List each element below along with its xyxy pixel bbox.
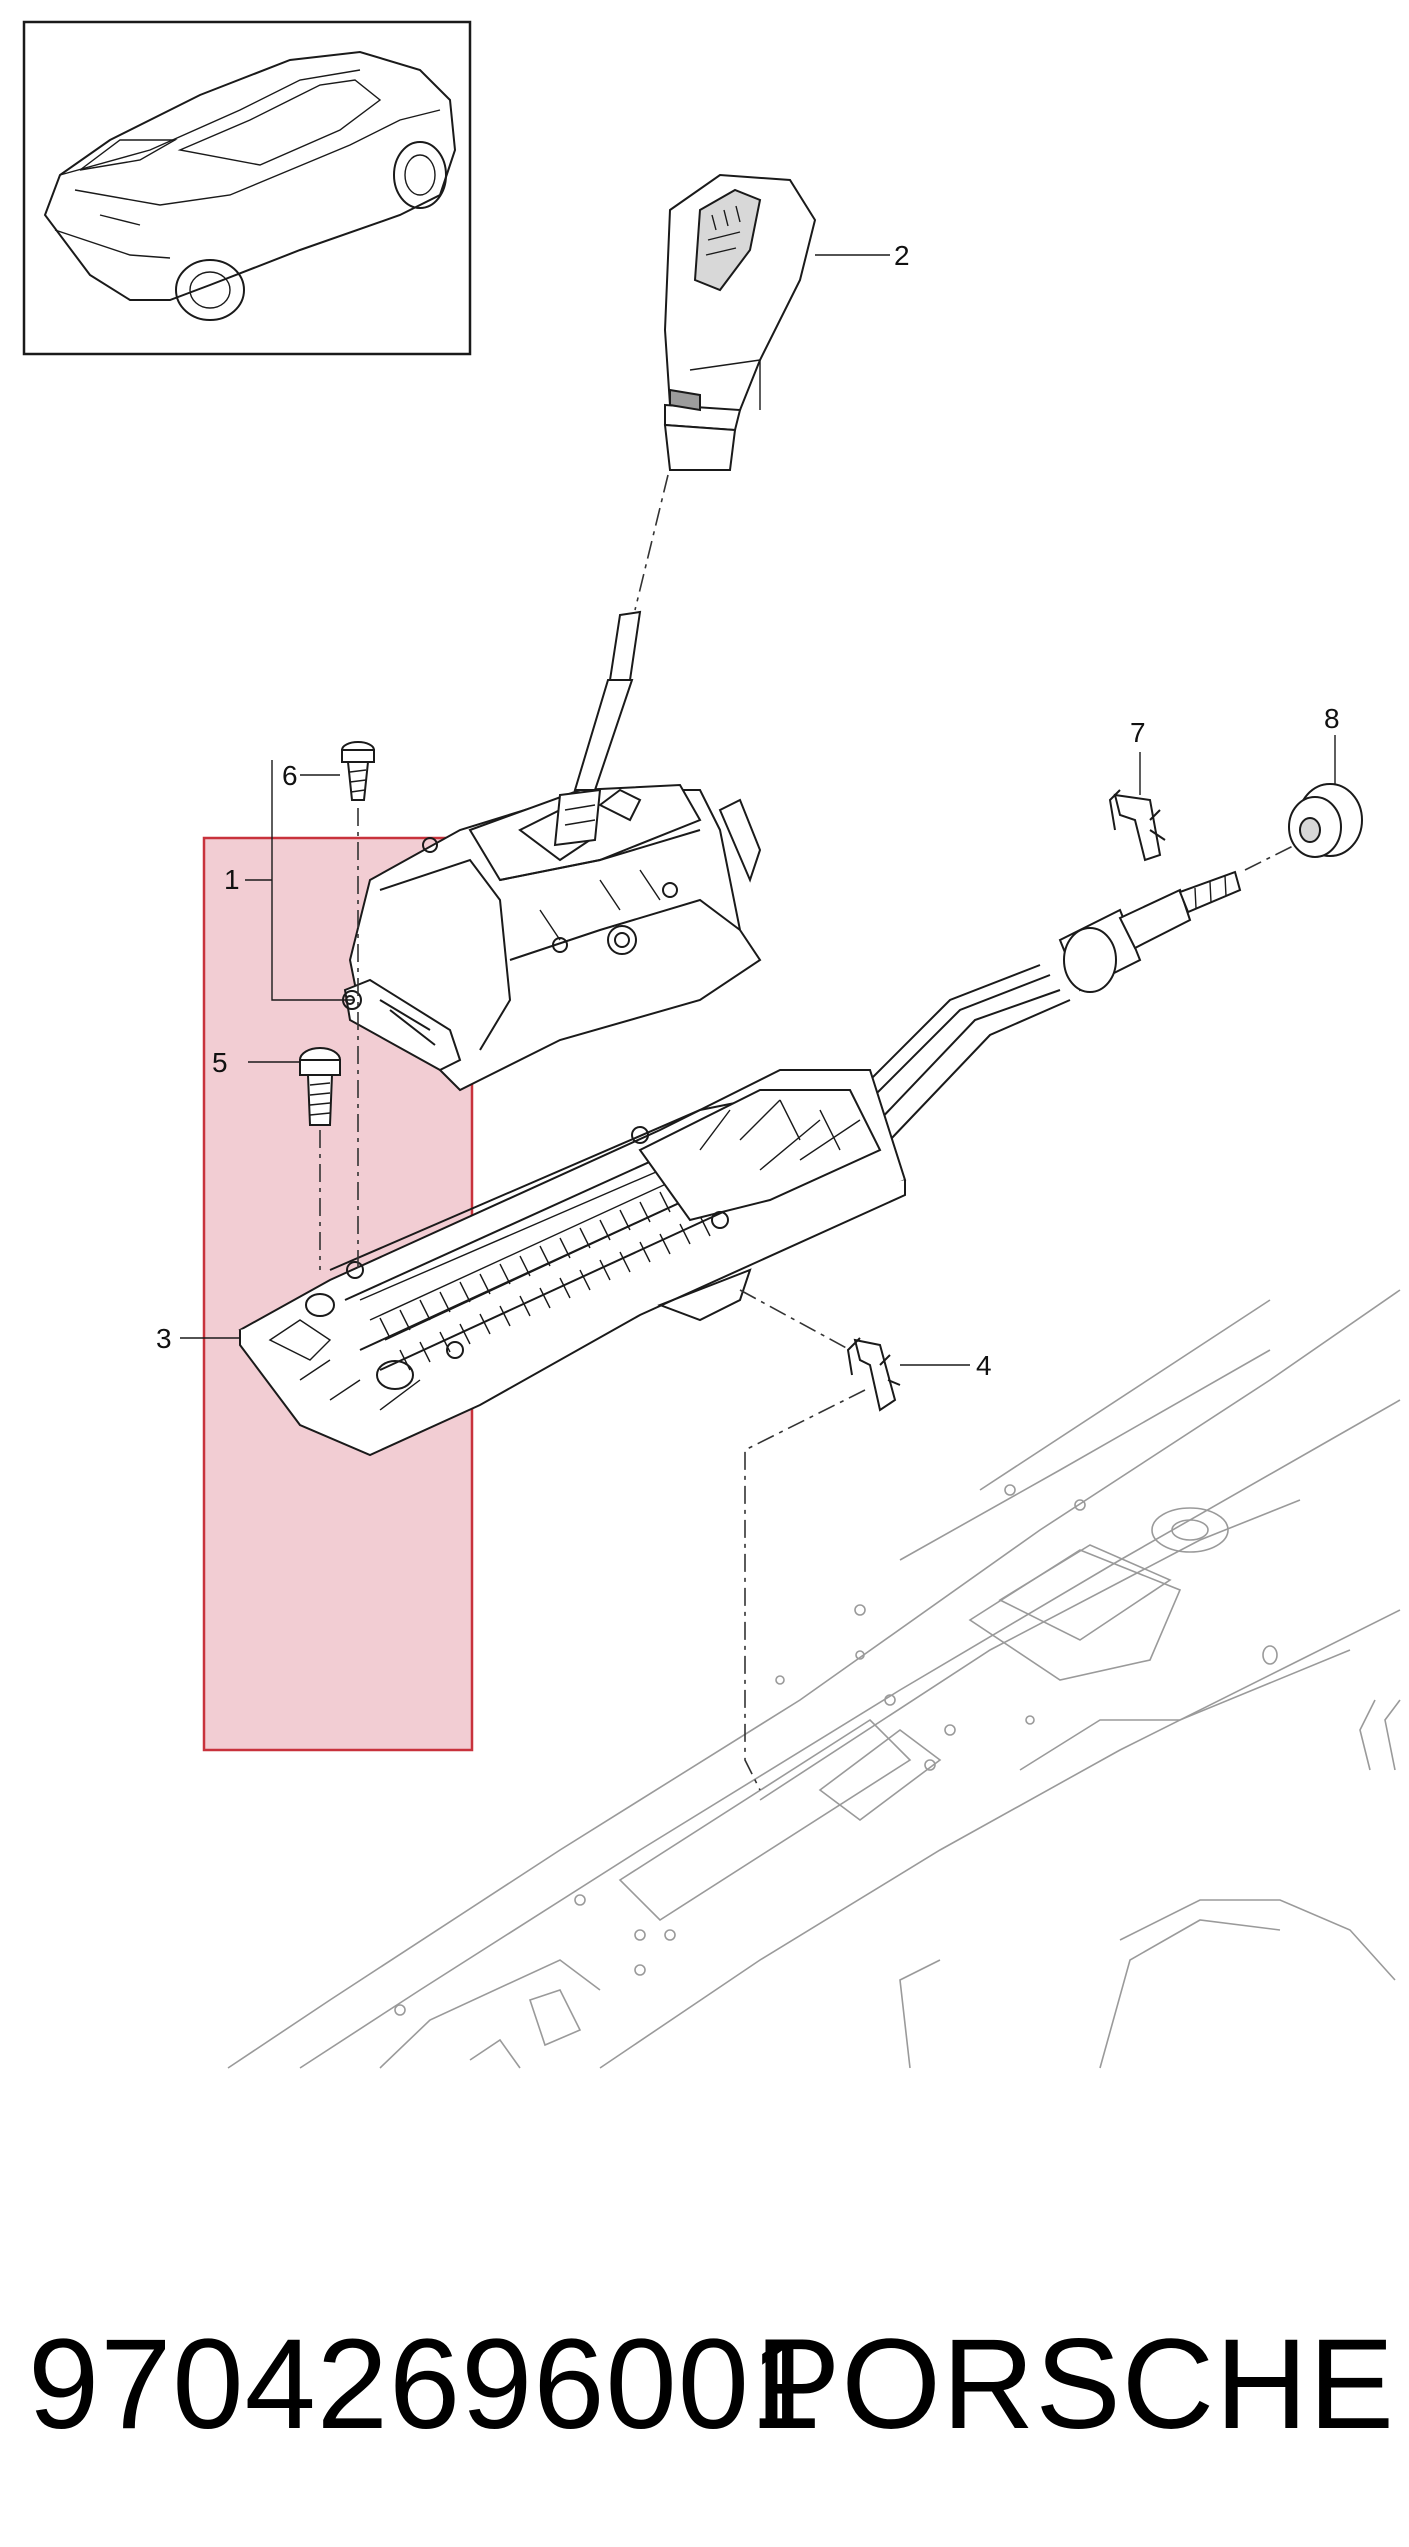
parts-diagram: 1 2 3 4 5 6 7 8 — [22, 20, 1401, 2069]
floor-pan — [227, 1289, 1401, 2069]
shift-cables — [849, 870, 1242, 1141]
base-plate — [238, 1069, 907, 1457]
callout-1: 1 — [224, 864, 240, 895]
footer: 97042696001 PORSCHE — [0, 2300, 1409, 2490]
clip-4 — [846, 1337, 901, 1412]
leader-lines — [180, 254, 1336, 1366]
callout-7: 7 — [1130, 717, 1146, 748]
grommet-8 — [1288, 783, 1363, 858]
screw-6 — [341, 741, 375, 801]
vehicle-thumbnail — [22, 20, 472, 356]
callout-3: 3 — [156, 1323, 172, 1354]
callouts: 1 2 3 4 5 6 7 8 — [156, 240, 1340, 1381]
gear-knob — [663, 173, 817, 471]
callout-4: 4 — [976, 1350, 992, 1381]
callout-5: 5 — [212, 1047, 228, 1078]
callout-8: 8 — [1324, 703, 1340, 734]
callout-2: 2 — [894, 240, 910, 271]
shifter-housing — [342, 783, 762, 1092]
assembly-lines — [319, 474, 1306, 1791]
clip-7 — [1108, 789, 1166, 862]
screw-5 — [299, 1047, 341, 1126]
shift-lever-shaft — [553, 610, 642, 847]
part-number: 97042696001 — [28, 2313, 823, 2456]
callout-6: 6 — [282, 760, 298, 791]
brand-name: PORSCHE — [755, 2313, 1395, 2456]
